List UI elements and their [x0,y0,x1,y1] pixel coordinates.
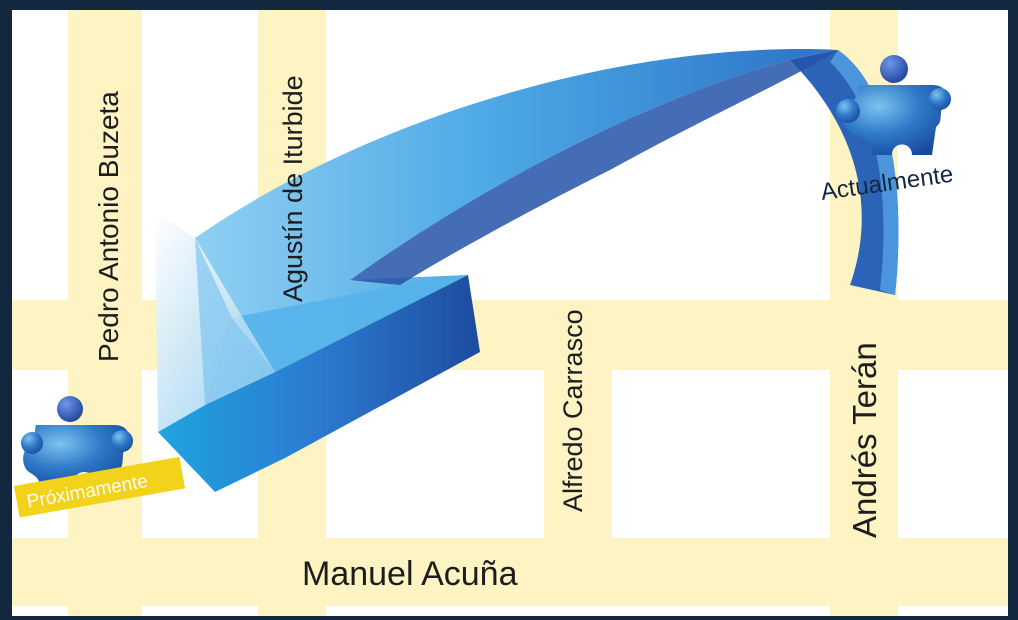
street-label-andres-teran: Andrés Terán [846,342,883,538]
street-label-manuel-acuna: Manuel Acuña [302,555,518,593]
street-label-alfredo-carrasco: Alfredo Carrasco [558,309,588,512]
curved-arrow-icon [155,49,899,492]
current-location-puzzle-person-icon [836,55,951,155]
street-label-agustin-de-iturbide: Agustín de Iturbide [278,75,308,302]
street-label-pedro-antonio-buzeta: Pedro Antonio Buzeta [93,91,124,362]
